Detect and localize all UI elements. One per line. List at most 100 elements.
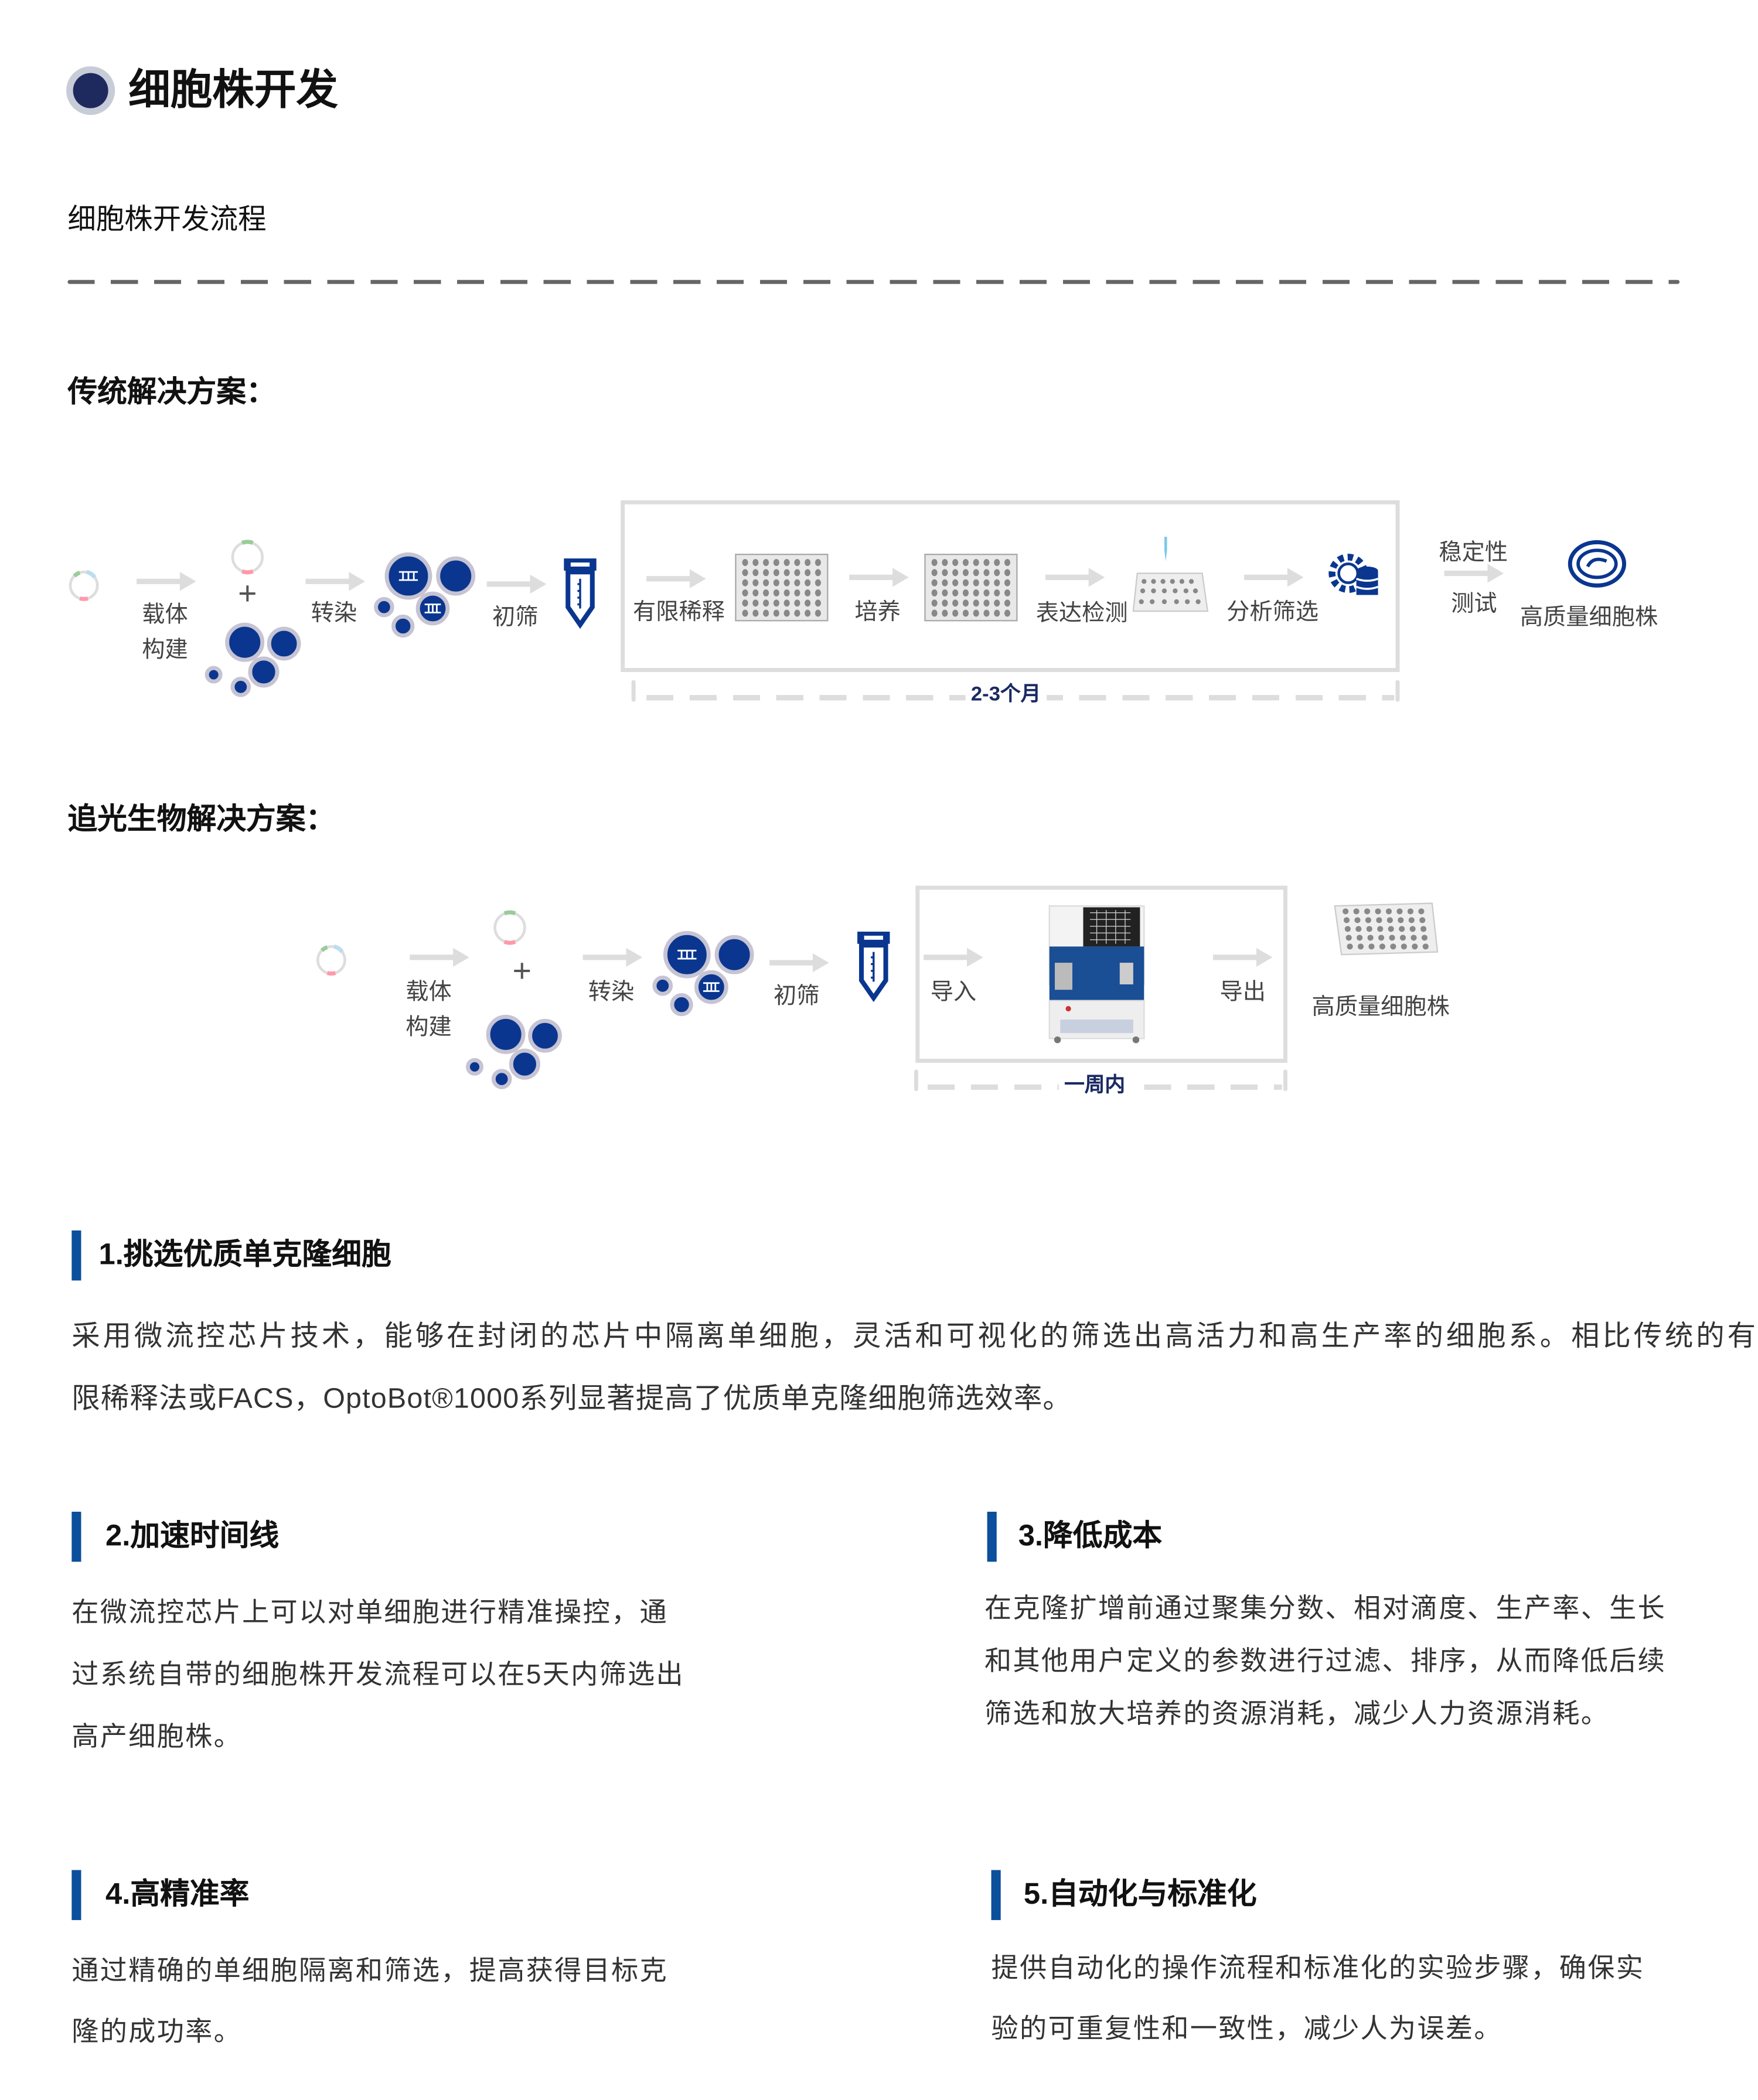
well <box>1004 579 1011 587</box>
well <box>1376 917 1382 923</box>
step-label: 初筛 <box>774 983 820 1009</box>
well <box>962 589 969 596</box>
well <box>1357 935 1363 941</box>
well <box>1409 926 1416 932</box>
bracket-right <box>1395 680 1400 702</box>
well-plate-icon <box>735 554 829 622</box>
well <box>994 609 1000 617</box>
well <box>752 609 759 617</box>
well <box>1399 926 1405 932</box>
well <box>994 589 1000 596</box>
well <box>805 609 811 617</box>
well <box>752 589 759 596</box>
well <box>752 559 759 567</box>
well <box>1419 917 1426 923</box>
arrow-icon <box>1244 568 1304 587</box>
well <box>1343 908 1349 915</box>
page-subtitle: 细胞株开发流程 <box>67 204 267 236</box>
well <box>1367 935 1374 941</box>
well <box>742 579 748 587</box>
well <box>931 559 938 567</box>
well <box>952 589 959 596</box>
well <box>1390 943 1396 950</box>
well <box>805 599 811 607</box>
well <box>742 599 748 607</box>
arrow-icon <box>1444 564 1504 583</box>
well <box>1347 943 1353 950</box>
well <box>973 579 979 587</box>
well <box>931 589 938 596</box>
accent-bar <box>71 1512 81 1562</box>
well <box>794 569 800 577</box>
well <box>742 559 748 567</box>
step-label: 测试 <box>1451 591 1497 617</box>
well <box>962 609 969 617</box>
well <box>973 589 979 596</box>
well <box>773 569 779 577</box>
petri-dish-icon <box>1568 540 1627 588</box>
tube-icon <box>564 558 597 629</box>
well <box>1421 935 1428 941</box>
well <box>962 579 969 587</box>
feature-text: 采用微流控芯片技术，能够在封闭的芯片中隔离单细胞，灵活和可视化的筛选出高活力和高… <box>71 1321 1758 1352</box>
traditional-title: 传统解决方案： <box>67 374 276 408</box>
well <box>805 589 811 596</box>
step-label: 构建 <box>406 1014 452 1040</box>
feature-title: 2.加速时间线 <box>105 1518 280 1553</box>
well <box>794 559 800 567</box>
feature-text: 提供自动化的操作流程和标准化的实验步骤，确保实 <box>991 1954 1645 1984</box>
well <box>752 599 759 607</box>
step-label: 载体 <box>406 979 452 1005</box>
step-label: 稳定性 <box>1439 539 1508 565</box>
well <box>1412 943 1418 950</box>
accent-bar <box>71 1230 81 1281</box>
well <box>994 599 1000 607</box>
step-label: 导出 <box>1219 979 1266 1005</box>
well <box>942 599 948 607</box>
well <box>763 609 769 617</box>
well <box>783 569 790 577</box>
tube-icon <box>857 932 890 1003</box>
well <box>773 589 779 596</box>
well <box>994 569 1000 577</box>
well <box>1345 935 1352 941</box>
well <box>752 579 759 587</box>
well <box>742 589 748 596</box>
transfected-cells-icon <box>652 930 754 1017</box>
feature-text: 筛选和放大培养的资源消耗，减少人力资源消耗。 <box>984 1699 1610 1730</box>
arrow-icon <box>582 947 643 967</box>
well <box>815 599 822 607</box>
cells-icon <box>205 622 301 697</box>
well <box>952 599 959 607</box>
step-label: 高质量细胞株 <box>1519 604 1658 630</box>
cells-icon <box>466 1014 562 1089</box>
well <box>952 609 959 617</box>
well <box>952 559 959 567</box>
arrow-icon <box>137 572 196 591</box>
feature-text: 验的可重复性和一致性，减少人为误差。 <box>991 2014 1503 2045</box>
well <box>983 589 990 596</box>
well <box>1004 569 1011 577</box>
step-label: 构建 <box>142 636 188 663</box>
arrow-icon <box>1045 568 1105 587</box>
well <box>1004 589 1011 596</box>
well <box>1004 599 1011 607</box>
bracket-right <box>1283 1069 1287 1092</box>
step-label: 转染 <box>311 600 357 626</box>
well <box>805 559 811 567</box>
well <box>973 599 979 607</box>
well <box>763 559 769 567</box>
well <box>1411 935 1417 941</box>
arrow-icon <box>1213 947 1273 967</box>
page-title: 细胞株开发 <box>128 66 338 114</box>
well <box>773 599 779 607</box>
well <box>783 579 790 587</box>
feature-title: 1.挑选优质单克隆细胞 <box>98 1237 391 1271</box>
bracket-left <box>631 680 636 702</box>
well <box>752 569 759 577</box>
well <box>1398 917 1404 923</box>
well <box>763 599 769 607</box>
well <box>742 569 748 577</box>
arrow-icon <box>486 574 547 594</box>
well <box>942 609 948 617</box>
